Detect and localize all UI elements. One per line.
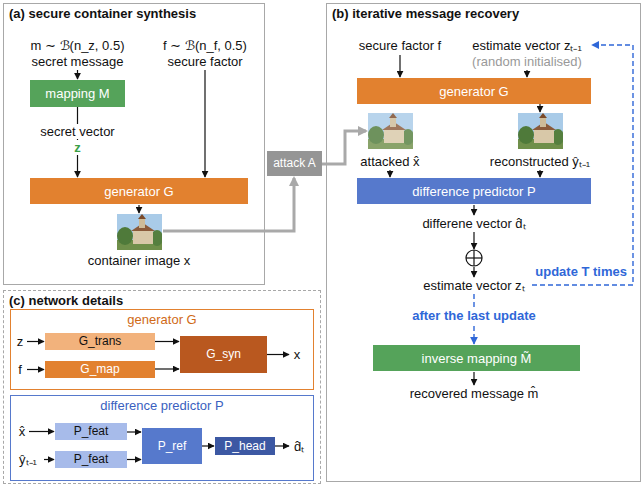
panel-frame: (b) iterative message recovery generator … xyxy=(326,3,641,482)
flow-arrow xyxy=(155,368,179,369)
panel-frame: (c) network details generator G G_transG_m… xyxy=(3,290,321,484)
annotation-text: m ∼ ℬ(n_z, 0.5) xyxy=(30,38,126,53)
box-label: generator G xyxy=(439,84,508,99)
flow-arrow xyxy=(389,170,390,177)
process-box: P_ref xyxy=(142,428,202,464)
panel-title: (a) secure container synthesis xyxy=(4,4,201,21)
process-box: G_trans xyxy=(45,333,155,350)
box-label: inverse mapping M̃ xyxy=(422,351,532,366)
flow-arrow xyxy=(267,354,289,355)
process-box: difference predictor P xyxy=(357,178,591,204)
flow-arrow xyxy=(127,431,141,432)
flow-arrow xyxy=(202,445,214,446)
attack-overlay xyxy=(368,113,413,149)
process-box: mapping M xyxy=(30,80,125,107)
box-label: G_syn xyxy=(206,347,241,362)
annotation-text: after the last update xyxy=(411,308,537,323)
process-box: generator G xyxy=(30,178,248,204)
flow-arrow xyxy=(204,70,205,177)
box-label: mapping M xyxy=(45,86,109,101)
annotation-text: reconstructed ŷₜ₋₁ xyxy=(489,154,591,169)
box-label: P_head xyxy=(224,439,265,454)
annotation-text: ŷₜ₋₁ xyxy=(18,452,38,467)
flow-arrow xyxy=(27,369,44,370)
flow-arrow xyxy=(27,341,44,342)
annotation-text: x̂ xyxy=(18,424,27,439)
flow-arrow xyxy=(473,267,474,277)
flow-arrow xyxy=(77,70,78,79)
process-box: G_syn xyxy=(180,336,267,373)
box-label: G_trans xyxy=(79,334,122,349)
box-label: P_feat xyxy=(74,452,109,467)
process-box: P_feat xyxy=(55,423,127,440)
annotation-text: x xyxy=(293,347,302,362)
annotation-text: z xyxy=(16,334,25,349)
photo-thumbnail xyxy=(518,113,564,149)
annotation-text: secret message xyxy=(31,54,125,69)
flow-arrow xyxy=(399,55,400,77)
flow-arrow xyxy=(473,232,474,249)
annotation-text: f xyxy=(17,362,23,377)
sum-symbol xyxy=(466,250,482,266)
flow-arrow xyxy=(29,431,54,432)
box-label: P_feat xyxy=(74,424,109,439)
panel-title: (b) iterative message recovery xyxy=(327,4,524,21)
annotation-text: estimate vector zₜ xyxy=(422,278,525,293)
flow-arrow xyxy=(138,205,139,213)
annotation-text: f ∼ ℬ(n_f, 0.5) xyxy=(162,38,248,53)
flow-arrow xyxy=(44,459,54,460)
flow-arrow xyxy=(155,341,179,342)
annotation-text: d̂ₜ xyxy=(293,439,305,454)
module-title: generator G xyxy=(11,310,313,327)
annotation-text: attacked x̂ xyxy=(359,154,420,169)
flow-arrow xyxy=(539,104,540,112)
annotation-text: recovered message m̂ xyxy=(409,386,540,401)
process-box: P_head xyxy=(215,437,275,455)
annotation-text: container image x xyxy=(87,253,192,268)
flow-arrow xyxy=(539,170,540,177)
annotation-text: update T times xyxy=(534,264,628,279)
annotation-text: secure factor f xyxy=(358,38,442,53)
process-box: G_map xyxy=(45,361,155,378)
process-box: P_feat xyxy=(55,451,127,468)
module-frame: generator G G_transG_map G_syn xyxy=(10,309,314,390)
module-title: difference predictor P xyxy=(11,396,313,413)
box-label: generator G xyxy=(104,184,173,199)
box-label: P_ref xyxy=(158,439,187,454)
annotation-text: secret vector xyxy=(39,124,115,139)
box-label: attack A xyxy=(273,156,316,171)
annotation-text: secure factor xyxy=(166,54,243,69)
module-frame: difference predictor PP_featP_featP_refP… xyxy=(10,395,314,481)
panel-title: (c) network details xyxy=(4,291,128,308)
flow-arrow xyxy=(526,70,527,77)
annotation-text: z xyxy=(73,140,82,155)
photo-thumbnail xyxy=(117,214,163,250)
flow-arrow xyxy=(275,445,289,446)
photo-thumbnail xyxy=(368,113,414,149)
box-label: difference predictor P xyxy=(412,184,535,199)
process-box: attack A xyxy=(267,151,322,176)
flow-arrow xyxy=(473,205,474,215)
box-label: G_map xyxy=(80,362,119,377)
annotation-text: (random initialised) xyxy=(471,54,583,69)
flow-arrow xyxy=(127,459,141,460)
annotation-text: differene vector d̂ₜ xyxy=(421,216,526,231)
process-box: generator G xyxy=(357,78,591,104)
flow-arrow xyxy=(473,372,474,385)
process-box: inverse mapping M̃ xyxy=(373,345,580,371)
annotation-text: estimate vector zₜ₋₁ xyxy=(471,38,583,53)
